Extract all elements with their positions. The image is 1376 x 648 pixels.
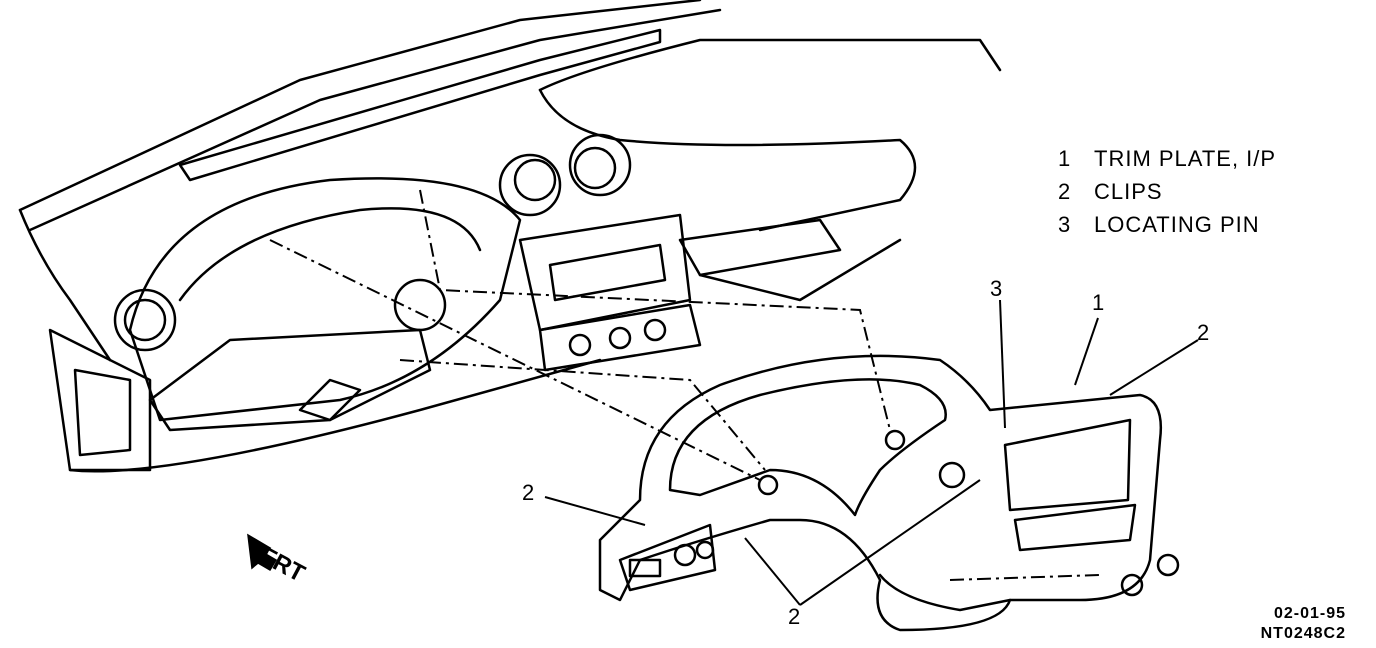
cluster-opening-outer [128, 177, 522, 422]
trim-plate-lower-extension [878, 573, 1012, 612]
reference-date: 02-01-95 [1273, 605, 1346, 622]
gauge-right-inner [573, 146, 617, 190]
gauge-left [498, 153, 562, 217]
legend-item-label: TRIM PLATE, I/P [1094, 146, 1277, 171]
leader-clip-bottom-b [799, 479, 981, 606]
gauge-right [568, 133, 632, 197]
leader-clip-right [1109, 339, 1199, 396]
legend-item-label: LOCATING PIN [1094, 212, 1260, 237]
front-direction-label: FRT [255, 542, 310, 588]
hvac-knob-3 [643, 318, 667, 342]
leader-clip-left [544, 496, 646, 526]
dashboard-surface-right [538, 38, 1002, 92]
clip-cluster-right [884, 429, 906, 451]
dashboard-top-edge-inner [28, 8, 722, 232]
callout-clip-left: 2 [522, 480, 535, 505]
legend-item-number: 3 [1058, 212, 1072, 237]
legend-item-number: 1 [1058, 146, 1072, 171]
cluster-opening-inner [178, 207, 482, 302]
dash-right-ledge [698, 238, 902, 302]
alignment-line-4 [949, 574, 1101, 581]
lower-cavity [148, 328, 432, 432]
dash-lower-edge [68, 358, 602, 473]
legend-item-label: CLIPS [1094, 179, 1163, 204]
clip-right-screw-2 [1120, 573, 1144, 597]
vent-left-inner [123, 298, 167, 342]
frt-arrow-icon [247, 533, 278, 572]
callout-trim-plate: 1 [1092, 290, 1105, 315]
clip-right-screw-1 [1156, 553, 1180, 577]
front-direction-indicator: FRT [248, 528, 358, 588]
dashboard-front-edge [18, 208, 112, 362]
legend: 1 TRIM PLATE, I/P 2 CLIPS 3 LOCATING PIN [1058, 142, 1276, 241]
legend-item: 1 TRIM PLATE, I/P [1058, 142, 1276, 175]
vent-left [113, 288, 177, 352]
reference-code: NT0248C2 [1260, 625, 1346, 642]
radio-housing [518, 213, 692, 332]
trim-plate-cluster-hole [668, 378, 947, 517]
callout-clip-bottom: 2 [788, 604, 801, 629]
reference-block: 02-01-95 NT0248C2 [1240, 604, 1346, 644]
radio-face [548, 243, 667, 302]
leader-trim [1074, 317, 1099, 386]
alignment-line-2 [399, 359, 766, 471]
trim-plate-switch-knob-2 [695, 540, 715, 560]
trim-plate-vent-round [938, 461, 966, 489]
trim-plate-switch-pod [618, 523, 717, 592]
hvac-knob-2 [608, 326, 632, 350]
trim-plate-switch-knob-1 [673, 543, 697, 567]
trim-plate-switch [628, 558, 662, 578]
leader-pin [999, 299, 1006, 429]
legend-item: 3 LOCATING PIN [1058, 208, 1276, 241]
dash-left-end [48, 328, 152, 472]
dashboard-top-edge [18, 0, 702, 212]
dash-right-bar [678, 218, 842, 277]
knee-bolster [298, 378, 362, 422]
clip-cluster-left [757, 474, 779, 496]
trim-plate-hvac-opening [1013, 503, 1137, 552]
trim-plate-outline [598, 354, 1163, 632]
legend-item: 2 CLIPS [1058, 175, 1276, 208]
alignment-line-1 [269, 239, 761, 481]
hvac-controls [538, 303, 702, 372]
leader-clip-bottom-a [744, 537, 801, 606]
callout-clip-right: 2 [1197, 320, 1210, 345]
legend-item-number: 2 [1058, 179, 1072, 204]
defroster-vent [178, 28, 662, 182]
dash-left-panel [73, 368, 132, 457]
trim-plate-radio-opening [1003, 418, 1132, 512]
callout-locating-pin: 3 [990, 276, 1003, 301]
hvac-knob-1 [568, 333, 592, 357]
gauge-left-inner [513, 158, 557, 202]
dashboard-crash-pad [538, 88, 917, 232]
